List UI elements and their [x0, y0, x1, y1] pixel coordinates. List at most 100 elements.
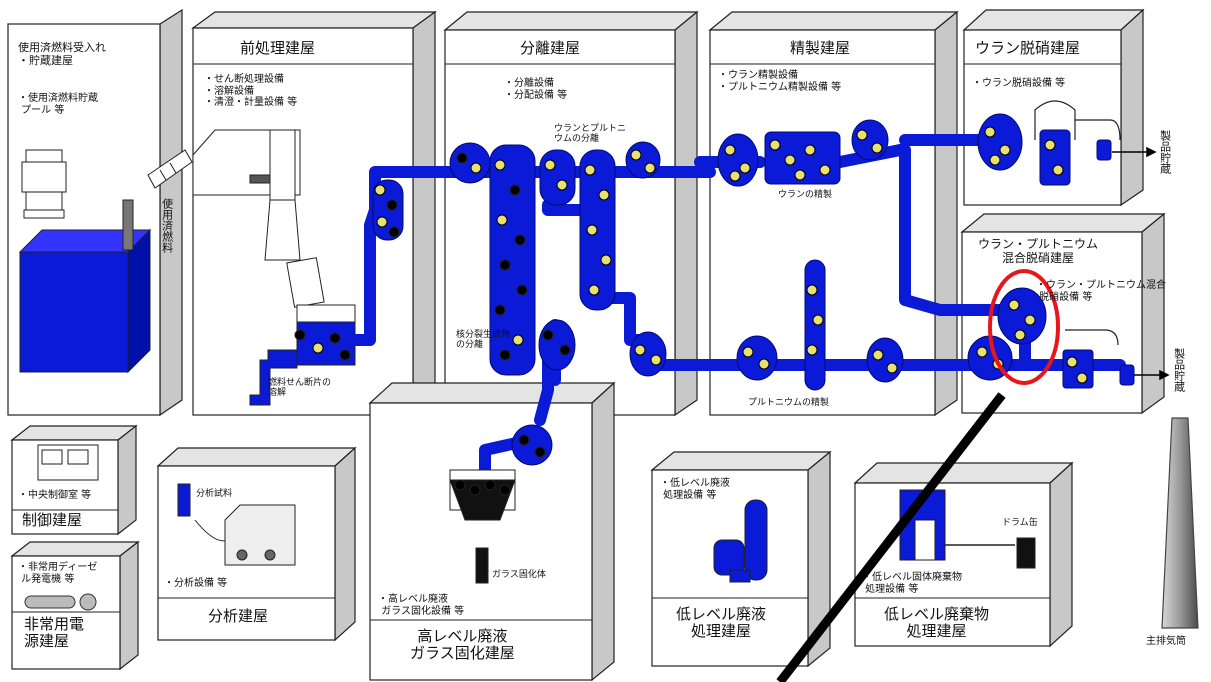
- pellet: [559, 344, 571, 356]
- pointer-line: [776, 392, 1006, 682]
- pellet: [819, 164, 831, 176]
- pellet: [871, 142, 883, 154]
- pellet: [470, 162, 482, 174]
- receiving-title: 使用済燃料受入れ ・貯蔵建屋: [18, 41, 106, 67]
- pellet: [509, 184, 521, 196]
- pellet: [806, 284, 818, 296]
- analysis-detail: ・分析設備 等: [164, 578, 228, 589]
- denitration-shells: [1034, 100, 1121, 346]
- shear-machine: [192, 129, 325, 308]
- pellet: [739, 162, 751, 174]
- glass-canister-label: ガラス固化体: [492, 570, 546, 580]
- pellet: [1066, 356, 1078, 368]
- pellet: [999, 144, 1011, 156]
- pretreatment-detail: ・せん断処理設備 ・溶解設備 ・清澄・計量設備 等: [204, 74, 298, 108]
- pellet: [499, 259, 511, 271]
- pellet: [518, 434, 530, 446]
- pellet: [634, 344, 646, 356]
- u-denitration-title: ウラン脱硝建屋: [975, 39, 1081, 57]
- pellet: [1014, 329, 1026, 341]
- pellet: [984, 126, 996, 138]
- analysis-equipment: [177, 483, 296, 566]
- title-dividers: [12, 63, 1121, 621]
- stack-label: 主排気筒: [1146, 636, 1186, 647]
- pellet: [329, 332, 341, 344]
- dissolve-label: 燃料せん断片の 溶解: [268, 378, 332, 399]
- pellet: [758, 358, 770, 370]
- building-llw-liquid: [650, 450, 832, 668]
- pellet: [729, 170, 741, 182]
- exhaust-stack: [1161, 417, 1199, 629]
- pellet: [1044, 139, 1056, 151]
- pellet: [1076, 372, 1088, 384]
- pellet: [794, 169, 806, 181]
- pellet: [724, 144, 736, 156]
- pellet: [339, 349, 351, 361]
- generator-icon: [24, 593, 97, 611]
- pellet: [374, 184, 386, 196]
- pellet: [294, 329, 306, 341]
- pellet: [1052, 164, 1064, 176]
- pellet: [872, 349, 884, 361]
- control-panel-icon: [37, 444, 99, 481]
- analysis-sample-label: 分析試料: [196, 489, 233, 499]
- pellet: [534, 446, 546, 458]
- pellet: [630, 149, 642, 161]
- receiving-detail: ・使用済燃料貯蔵 プール 等: [18, 93, 98, 116]
- fp-separation-label: 核分裂生成物 の分離: [456, 330, 511, 351]
- u-pu-separation-label: ウランとプルトニ ウムの分離: [554, 124, 627, 145]
- pellet: [1008, 299, 1020, 311]
- pellet: [812, 314, 824, 326]
- pellet: [806, 344, 818, 356]
- pellet: [544, 159, 556, 171]
- pellet: [516, 284, 528, 296]
- mox-detail: ・ウラン・プルトニウム混合 脱硝設備 等: [1036, 280, 1166, 303]
- llw-liquid-detail: ・低レベル廃液 処理設備 等: [660, 478, 730, 501]
- pellet: [456, 152, 468, 164]
- llw-solid-compactor: [899, 489, 1036, 569]
- pellet: [484, 479, 496, 491]
- dissolver-tank: [249, 304, 356, 406]
- llw-liquid-title: 低レベル廃液 処理建屋: [676, 605, 767, 641]
- product-storage-1: 製品貯蔵: [1158, 130, 1172, 174]
- pretreatment-title: 前処理建屋: [240, 39, 316, 57]
- product-storage-2: 製品貯蔵: [1172, 348, 1186, 392]
- llw-solid-detail: ・低レベル固体廃棄物 処理設備 等: [862, 572, 962, 595]
- pellet: [586, 224, 598, 236]
- pu-purification-label: プルトニウムの精製: [748, 398, 830, 408]
- pellet: [496, 214, 508, 226]
- pellet: [856, 129, 868, 141]
- control-title: 制御建屋: [22, 511, 83, 529]
- llw-solid-title: 低レベル廃棄物 処理建屋: [884, 605, 990, 641]
- llw-liquid-evaporator: [713, 499, 768, 583]
- product-arrows: [1112, 146, 1170, 381]
- pellet: [499, 484, 511, 496]
- pellet: [556, 179, 568, 191]
- pellet: [976, 346, 988, 358]
- separation-detail: ・分離設備 ・分配設備 等: [504, 78, 568, 101]
- pellet: [469, 484, 481, 496]
- building-mox: [960, 212, 1166, 415]
- pellet: [388, 226, 400, 238]
- pellet: [784, 154, 796, 166]
- separation-title: 分離建屋: [520, 39, 581, 57]
- pellet: [650, 354, 662, 366]
- pellet: [542, 329, 554, 341]
- fuel-cask: [21, 149, 67, 219]
- pellet: [598, 189, 610, 201]
- emergency-detail: ・非常用ディーゼ ル発電機 等: [18, 562, 98, 585]
- u-purification-label: ウランの精製: [778, 190, 833, 200]
- pellet: [584, 164, 596, 176]
- pellets: [294, 126, 1088, 496]
- emergency-title: 非常用電 源建屋: [24, 615, 85, 651]
- pellet: [499, 349, 511, 361]
- pellet: [512, 334, 524, 346]
- pellet: [1024, 314, 1036, 326]
- hlw-detail: ・高レベル廃液 ガラス固化設備 等: [378, 594, 465, 617]
- pellet: [312, 342, 324, 354]
- drum-label: ドラム缶: [1002, 518, 1038, 528]
- pellet: [514, 234, 526, 246]
- pellet: [600, 254, 612, 266]
- mox-title: ウラン・プルトニウム 混合脱硝建屋: [978, 237, 1099, 265]
